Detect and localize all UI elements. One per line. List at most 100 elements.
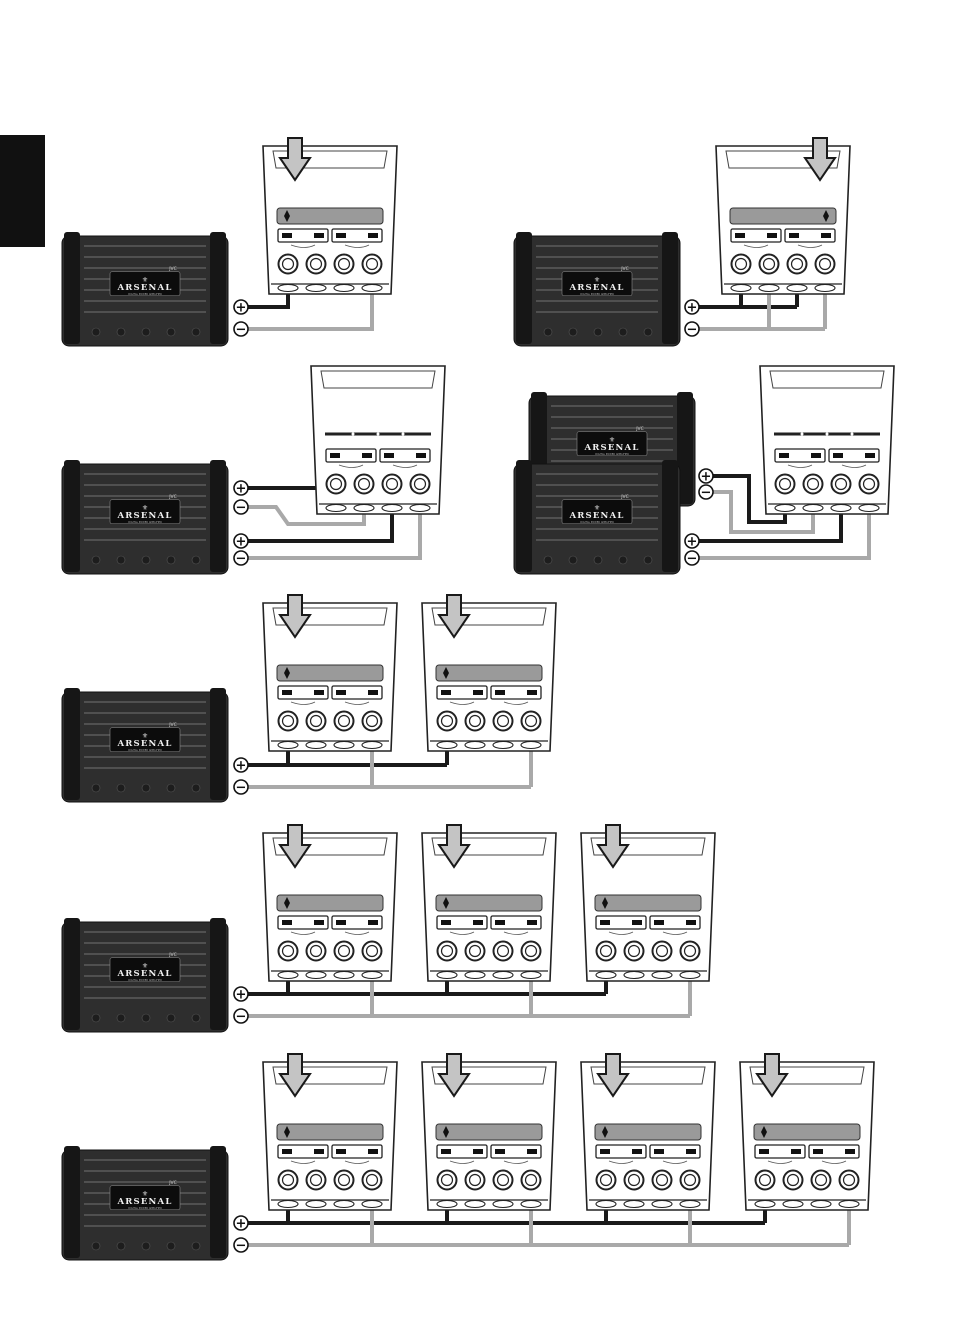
label-bar <box>435 1123 543 1141</box>
terminal-symbol: + <box>701 470 712 485</box>
down-arrow-icon <box>437 594 471 639</box>
down-arrow-icon <box>596 824 630 869</box>
amp-screw <box>568 327 578 337</box>
plus-terminal-icon: + <box>233 986 249 1003</box>
terminal-knob-inner <box>683 1173 697 1187</box>
minus-terminal-icon: − <box>684 550 700 567</box>
switch-tab <box>282 1149 292 1154</box>
amp-endcap-right <box>210 918 226 1030</box>
label-bar <box>435 894 543 912</box>
amp-screw <box>166 1013 176 1023</box>
terminal-knob-inner <box>683 944 697 958</box>
down-arrow-icon <box>278 137 312 182</box>
brand-emblem: ⚜ <box>142 962 148 970</box>
diamond-marker <box>443 667 449 679</box>
terminal-slot <box>333 970 355 980</box>
terminal-symbol: − <box>236 781 247 796</box>
diamond-marker <box>602 1126 608 1138</box>
amp-badge <box>561 271 633 297</box>
label-bar <box>276 1123 384 1141</box>
terminal-knob-inner <box>818 257 832 271</box>
amp-endcap-right <box>677 392 693 504</box>
block-window <box>769 370 885 389</box>
terminal-knob-inner <box>440 714 454 728</box>
minus-terminal-icon: − <box>233 779 249 796</box>
switch-tab <box>632 1149 642 1154</box>
amp-endcap-left <box>64 1146 80 1258</box>
label-bar <box>594 1123 702 1141</box>
speaker-terminal-block <box>310 365 446 515</box>
terminal-knob-inner <box>655 944 669 958</box>
switch-left <box>325 448 377 463</box>
minus-terminal-icon: − <box>698 484 714 501</box>
terminal-slot <box>520 1199 542 1209</box>
terminal-circle <box>233 321 249 337</box>
terminal-slot <box>277 740 299 750</box>
down-arrow-icon <box>437 824 471 869</box>
switch-tab <box>789 233 799 238</box>
amp-screw <box>166 1241 176 1251</box>
terminal-knob-inner <box>524 714 538 728</box>
terminal-symbol: − <box>687 323 698 338</box>
terminal-knob-inner <box>790 257 804 271</box>
strip-dot <box>401 432 405 436</box>
terminal-symbol: − <box>687 552 698 567</box>
amp-screw <box>141 555 151 565</box>
plus-terminal-icon: + <box>233 757 249 774</box>
arc-mark <box>344 701 370 705</box>
brand-tagline: DIGITAL POWER AMPLIFIER <box>595 452 629 456</box>
amp-screw <box>141 783 151 793</box>
amp-screw <box>618 327 628 337</box>
arc-mark <box>290 701 316 705</box>
terminal-circle <box>698 468 714 484</box>
terminal-knob-inner <box>281 944 295 958</box>
amp-screw <box>166 555 176 565</box>
input-terminals: +−+−+−+−+−+−+−+−+− <box>233 299 714 1254</box>
amp-endcap-left <box>64 460 80 572</box>
terminal-slot <box>623 970 645 980</box>
diamond-marker <box>761 1126 767 1138</box>
amp-screw <box>116 1241 126 1251</box>
terminal-slot <box>361 283 383 293</box>
terminal-knob-inner <box>309 257 323 271</box>
diamond-marker <box>443 1126 449 1138</box>
terminal-knob-inner <box>496 944 510 958</box>
switch-right <box>331 1144 383 1159</box>
switch-tab <box>735 233 745 238</box>
terminal-symbol: + <box>236 1217 247 1232</box>
terminal-knob-inner <box>524 944 538 958</box>
switch-right <box>649 1144 701 1159</box>
terminal-symbol: + <box>687 301 698 316</box>
switch-left <box>754 1144 806 1159</box>
label-bar <box>435 664 543 682</box>
terminal-knob-inner <box>365 257 379 271</box>
negative-wire <box>248 288 374 331</box>
terminal-slot <box>305 970 327 980</box>
arc-mark <box>449 1160 475 1164</box>
switch-tab <box>600 920 610 925</box>
amp-badge <box>109 727 181 753</box>
speaker-terminal-block <box>580 1053 716 1211</box>
negative-wire <box>248 745 533 789</box>
plus-terminal-icon: + <box>233 1215 249 1232</box>
terminal-slot <box>333 1199 355 1209</box>
negative-wire <box>248 505 366 526</box>
label-bar <box>276 894 384 912</box>
terminal-knob-inner <box>842 1173 856 1187</box>
switch-tab <box>495 690 505 695</box>
terminal-slot <box>520 970 542 980</box>
diamond-marker <box>284 667 290 679</box>
switch-tab <box>282 920 292 925</box>
terminal-knob-inner <box>627 944 641 958</box>
switch-right <box>808 1144 860 1159</box>
brand-logo: ARSENAL <box>116 283 172 293</box>
switch-tab <box>813 1149 823 1154</box>
block-window <box>431 1066 547 1085</box>
switch-tab <box>833 453 843 458</box>
switch-right <box>490 1144 542 1159</box>
terminal-knob-inner <box>309 1173 323 1187</box>
terminal-slot <box>353 503 375 513</box>
language-tab <box>0 135 45 247</box>
